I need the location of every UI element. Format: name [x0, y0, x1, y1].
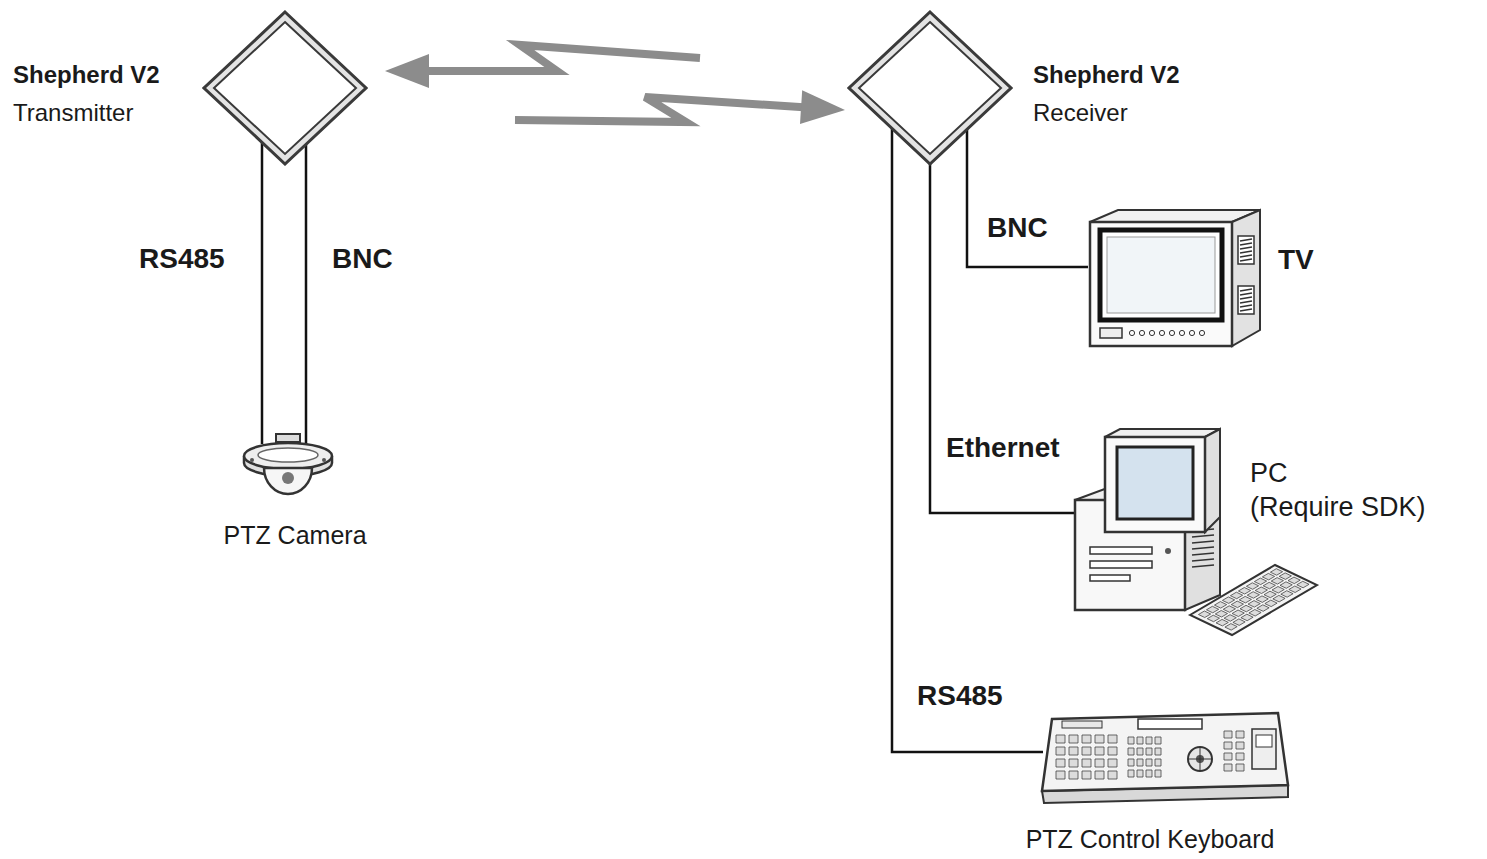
wireless-link-line — [515, 97, 819, 122]
device-caption: TV — [1278, 244, 1314, 276]
signal-label: RS485 — [915, 680, 1005, 712]
device-role: Receiver — [1033, 99, 1128, 127]
pc-workstation-drawing — [1070, 425, 1320, 640]
control-keyboard-drawing — [1040, 705, 1290, 810]
radio-receiver: Shepherd V2Receiver — [847, 10, 1013, 166]
signal-label: RS485 — [137, 243, 227, 275]
ptz-camera: PTZ Camera — [240, 432, 340, 552]
radio-transmitter: Shepherd V2Transmitter — [202, 10, 368, 166]
device-role: Transmitter — [13, 99, 133, 127]
ptz-camera-drawing — [240, 432, 340, 512]
device-caption: PTZ Control Keyboard — [1026, 825, 1275, 854]
pc-workstation: PC(Require SDK) — [1070, 425, 1320, 640]
ethernet-cable — [930, 164, 1075, 513]
signal-label: Ethernet — [944, 432, 1062, 464]
wireless-link — [385, 45, 700, 88]
signal-label: BNC — [330, 243, 395, 275]
wireless-link — [515, 90, 845, 124]
signal-label: BNC — [985, 212, 1050, 244]
wireless-link-line — [411, 45, 700, 71]
bnc-cable — [306, 144, 307, 444]
bnc-cable — [967, 129, 1088, 267]
rs485-cable — [262, 142, 263, 444]
control-keyboard: PTZ Control Keyboard — [1040, 705, 1290, 855]
rs485-cable-line — [261, 142, 264, 444]
bnc-cable-line — [967, 129, 1088, 267]
arrowhead — [800, 90, 845, 124]
bnc-cable-line — [305, 144, 308, 444]
ethernet-cable-line — [930, 164, 1075, 513]
radio-transmitter-drawing — [202, 10, 368, 166]
arrowhead — [385, 54, 429, 88]
device-name: Shepherd V2 — [13, 61, 160, 89]
device-caption: PTZ Camera — [223, 521, 366, 550]
device-caption: PC — [1250, 458, 1288, 489]
device-name: Shepherd V2 — [1033, 61, 1180, 89]
device-note: (Require SDK) — [1250, 492, 1426, 523]
tv-monitor-drawing — [1088, 208, 1263, 348]
tv-monitor: TV — [1088, 208, 1263, 348]
radio-receiver-drawing — [847, 10, 1013, 166]
